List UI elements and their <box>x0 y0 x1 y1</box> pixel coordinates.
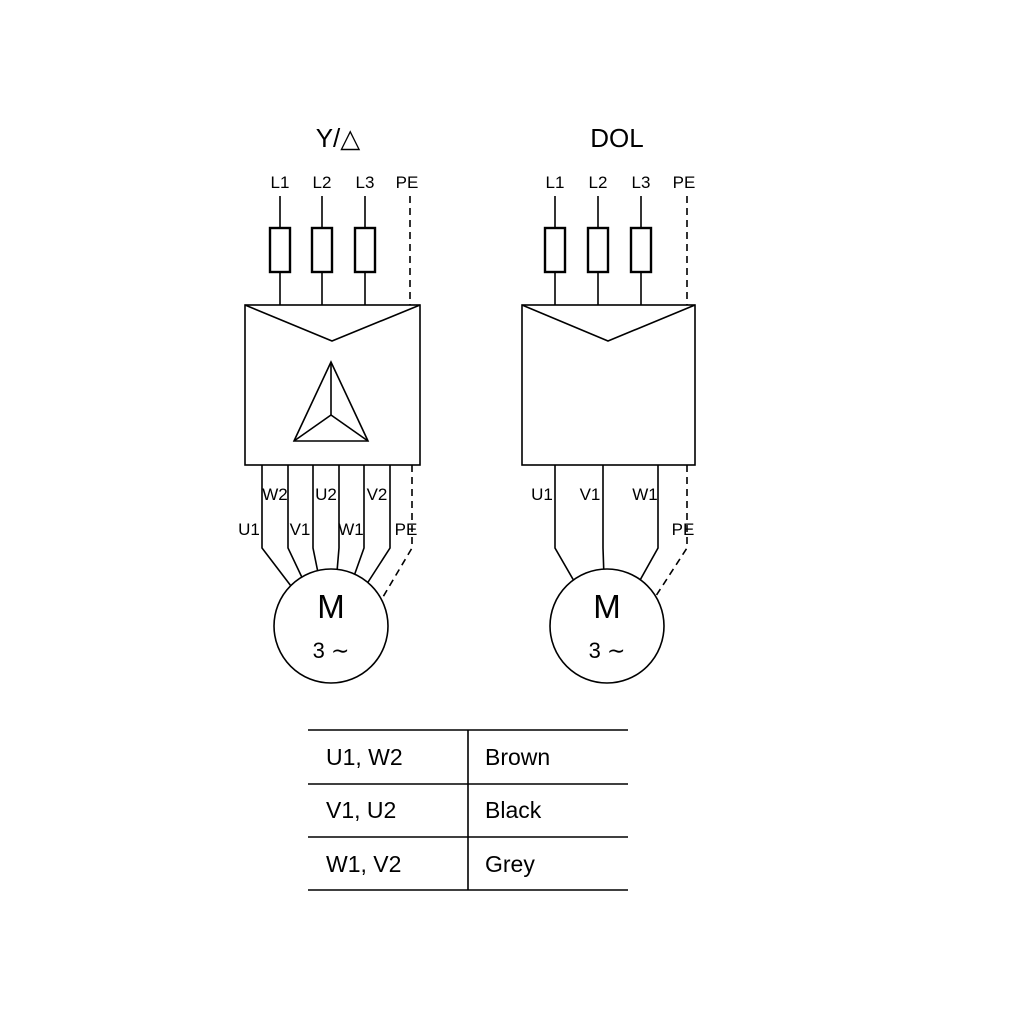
terminal-label-pe: PE <box>673 173 696 192</box>
supply-line-l2 <box>310 196 334 305</box>
wire-color-table: U1, W2 Brown V1, U2 Black W1, V2 Grey <box>308 729 628 891</box>
box-chevron-icon <box>244 304 421 342</box>
table-cell-terminals: V1, U2 <box>326 797 396 823</box>
dol-title: DOL <box>590 123 643 153</box>
table-cell-color: Black <box>485 797 542 823</box>
delta-winding-icon <box>292 360 370 442</box>
terminal-label-l1: L1 <box>271 173 290 192</box>
supply-line-l2 <box>586 196 610 305</box>
supply-line-l3 <box>353 196 377 305</box>
motor-letter: M <box>593 588 621 625</box>
table-cell-color: Grey <box>485 851 535 877</box>
lead-label-pe: PE <box>672 520 695 539</box>
table-row: V1, U2 Black <box>326 797 542 823</box>
motor-phases: 3 ∼ <box>589 638 626 663</box>
fuse-icon <box>629 226 653 274</box>
motor-circle <box>273 568 389 684</box>
motor-phases: 3 ∼ <box>313 638 350 663</box>
fuse-icon <box>353 226 377 274</box>
lead-label-u1: U1 <box>531 485 553 504</box>
lead-label-w1: W1 <box>632 485 658 504</box>
fuse-icon <box>586 226 610 274</box>
table-cell-terminals: U1, W2 <box>326 744 403 770</box>
terminal-label-l1: L1 <box>546 173 565 192</box>
supply-line-l1 <box>543 196 567 305</box>
pe-lead-dashed <box>651 465 688 603</box>
lead-label-w2: W2 <box>262 485 288 504</box>
terminal-label-pe: PE <box>396 173 419 192</box>
lead-label-pe: PE <box>395 520 418 539</box>
lead-label-v1: V1 <box>580 485 601 504</box>
terminal-label-l2: L2 <box>313 173 332 192</box>
table-cell-terminals: W1, V2 <box>326 851 401 877</box>
table-row: U1, W2 Brown <box>326 744 550 770</box>
starter-box <box>244 304 421 466</box>
star-delta-title: Y/△ <box>316 123 361 153</box>
terminal-label-l2: L2 <box>589 173 608 192</box>
lead-label-v2: V2 <box>367 485 388 504</box>
pe-lead-dashed <box>379 465 413 603</box>
lead-label-u2: U2 <box>315 485 337 504</box>
table-row: W1, V2 Grey <box>326 851 535 877</box>
motor-letter: M <box>317 588 345 625</box>
fuse-icon <box>268 226 292 274</box>
fuse-icon <box>310 226 334 274</box>
terminal-label-l3: L3 <box>632 173 651 192</box>
lead-label-v1: V1 <box>290 520 311 539</box>
supply-line-l3 <box>629 196 653 305</box>
table-cell-color: Brown <box>485 744 550 770</box>
box-chevron-icon <box>521 304 696 342</box>
lead-label-u1: U1 <box>238 520 260 539</box>
supply-line-l1 <box>268 196 292 305</box>
lead-label-w1: W1 <box>338 520 364 539</box>
terminal-label-l3: L3 <box>356 173 375 192</box>
fuse-icon <box>543 226 567 274</box>
starter-box <box>521 304 696 466</box>
motor-circle <box>549 568 665 684</box>
